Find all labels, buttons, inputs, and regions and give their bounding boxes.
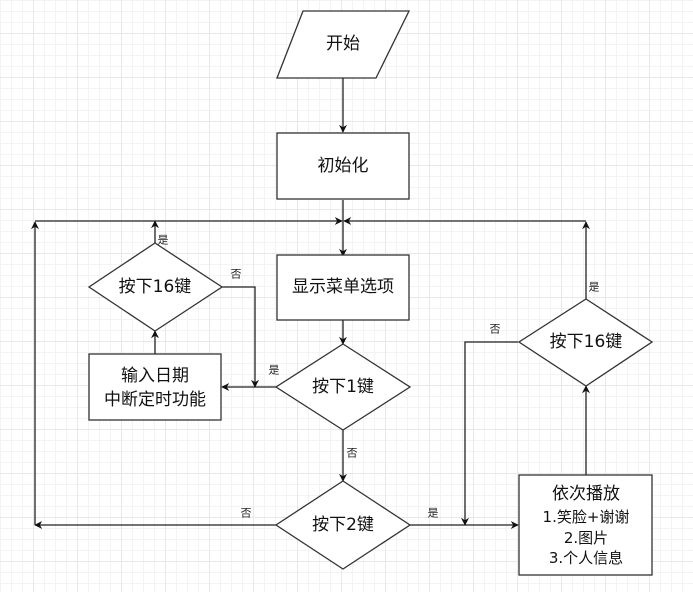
node-init[interactable]: 初始化: [276, 132, 410, 200]
node-start-label: 开始: [326, 34, 360, 54]
node-key16-left[interactable]: 按下16键: [87, 242, 224, 332]
label-key16-left-no: 否: [231, 268, 242, 281]
node-play-line-1: 依次播放: [552, 484, 620, 504]
edge-key16-right-no: [461, 341, 518, 526]
edges: [31, 78, 590, 529]
label-key2-yes: 是: [428, 507, 439, 520]
node-menu-label: 显示菜单选项: [292, 277, 394, 297]
node-key16-right[interactable]: 按下16键: [517, 298, 654, 387]
node-play-line-3: 2.图片: [564, 529, 608, 547]
node-key2[interactable]: 按下2键: [274, 480, 412, 570]
node-input-date-line-2: 中断定时功能: [104, 390, 206, 410]
node-key16-right-label: 按下16键: [550, 332, 623, 352]
edge-labels: 是 否 是 否 否 是 是 否: [158, 234, 600, 520]
label-key2-no: 否: [241, 507, 252, 520]
node-play-line-4: 3.个人信息: [549, 549, 623, 567]
label-key16-right-yes: 是: [589, 281, 600, 294]
node-key16-left-label: 按下16键: [119, 277, 192, 297]
node-start[interactable]: 开始: [276, 10, 411, 79]
node-play-line-2: 1.笑脸+谢谢: [543, 508, 630, 526]
node-init-label: 初始化: [318, 156, 369, 176]
node-key1[interactable]: 按下1键: [274, 343, 412, 431]
node-input-date-line-1: 输入日期: [121, 366, 189, 386]
label-key1-no: 否: [347, 447, 358, 460]
node-play[interactable]: 依次播放 1.笑脸+谢谢 2.图片 3.个人信息: [518, 474, 653, 576]
label-key1-yes: 是: [269, 364, 280, 377]
label-key16-left-yes: 是: [158, 234, 169, 247]
node-key1-label: 按下1键: [312, 377, 374, 397]
label-key16-right-no: 否: [490, 323, 501, 336]
edge-key16-left-no: [222, 286, 259, 388]
node-key2-label: 按下2键: [312, 515, 374, 535]
node-input-date[interactable]: 输入日期 中断定时功能: [88, 353, 222, 421]
node-menu[interactable]: 显示菜单选项: [276, 254, 410, 321]
